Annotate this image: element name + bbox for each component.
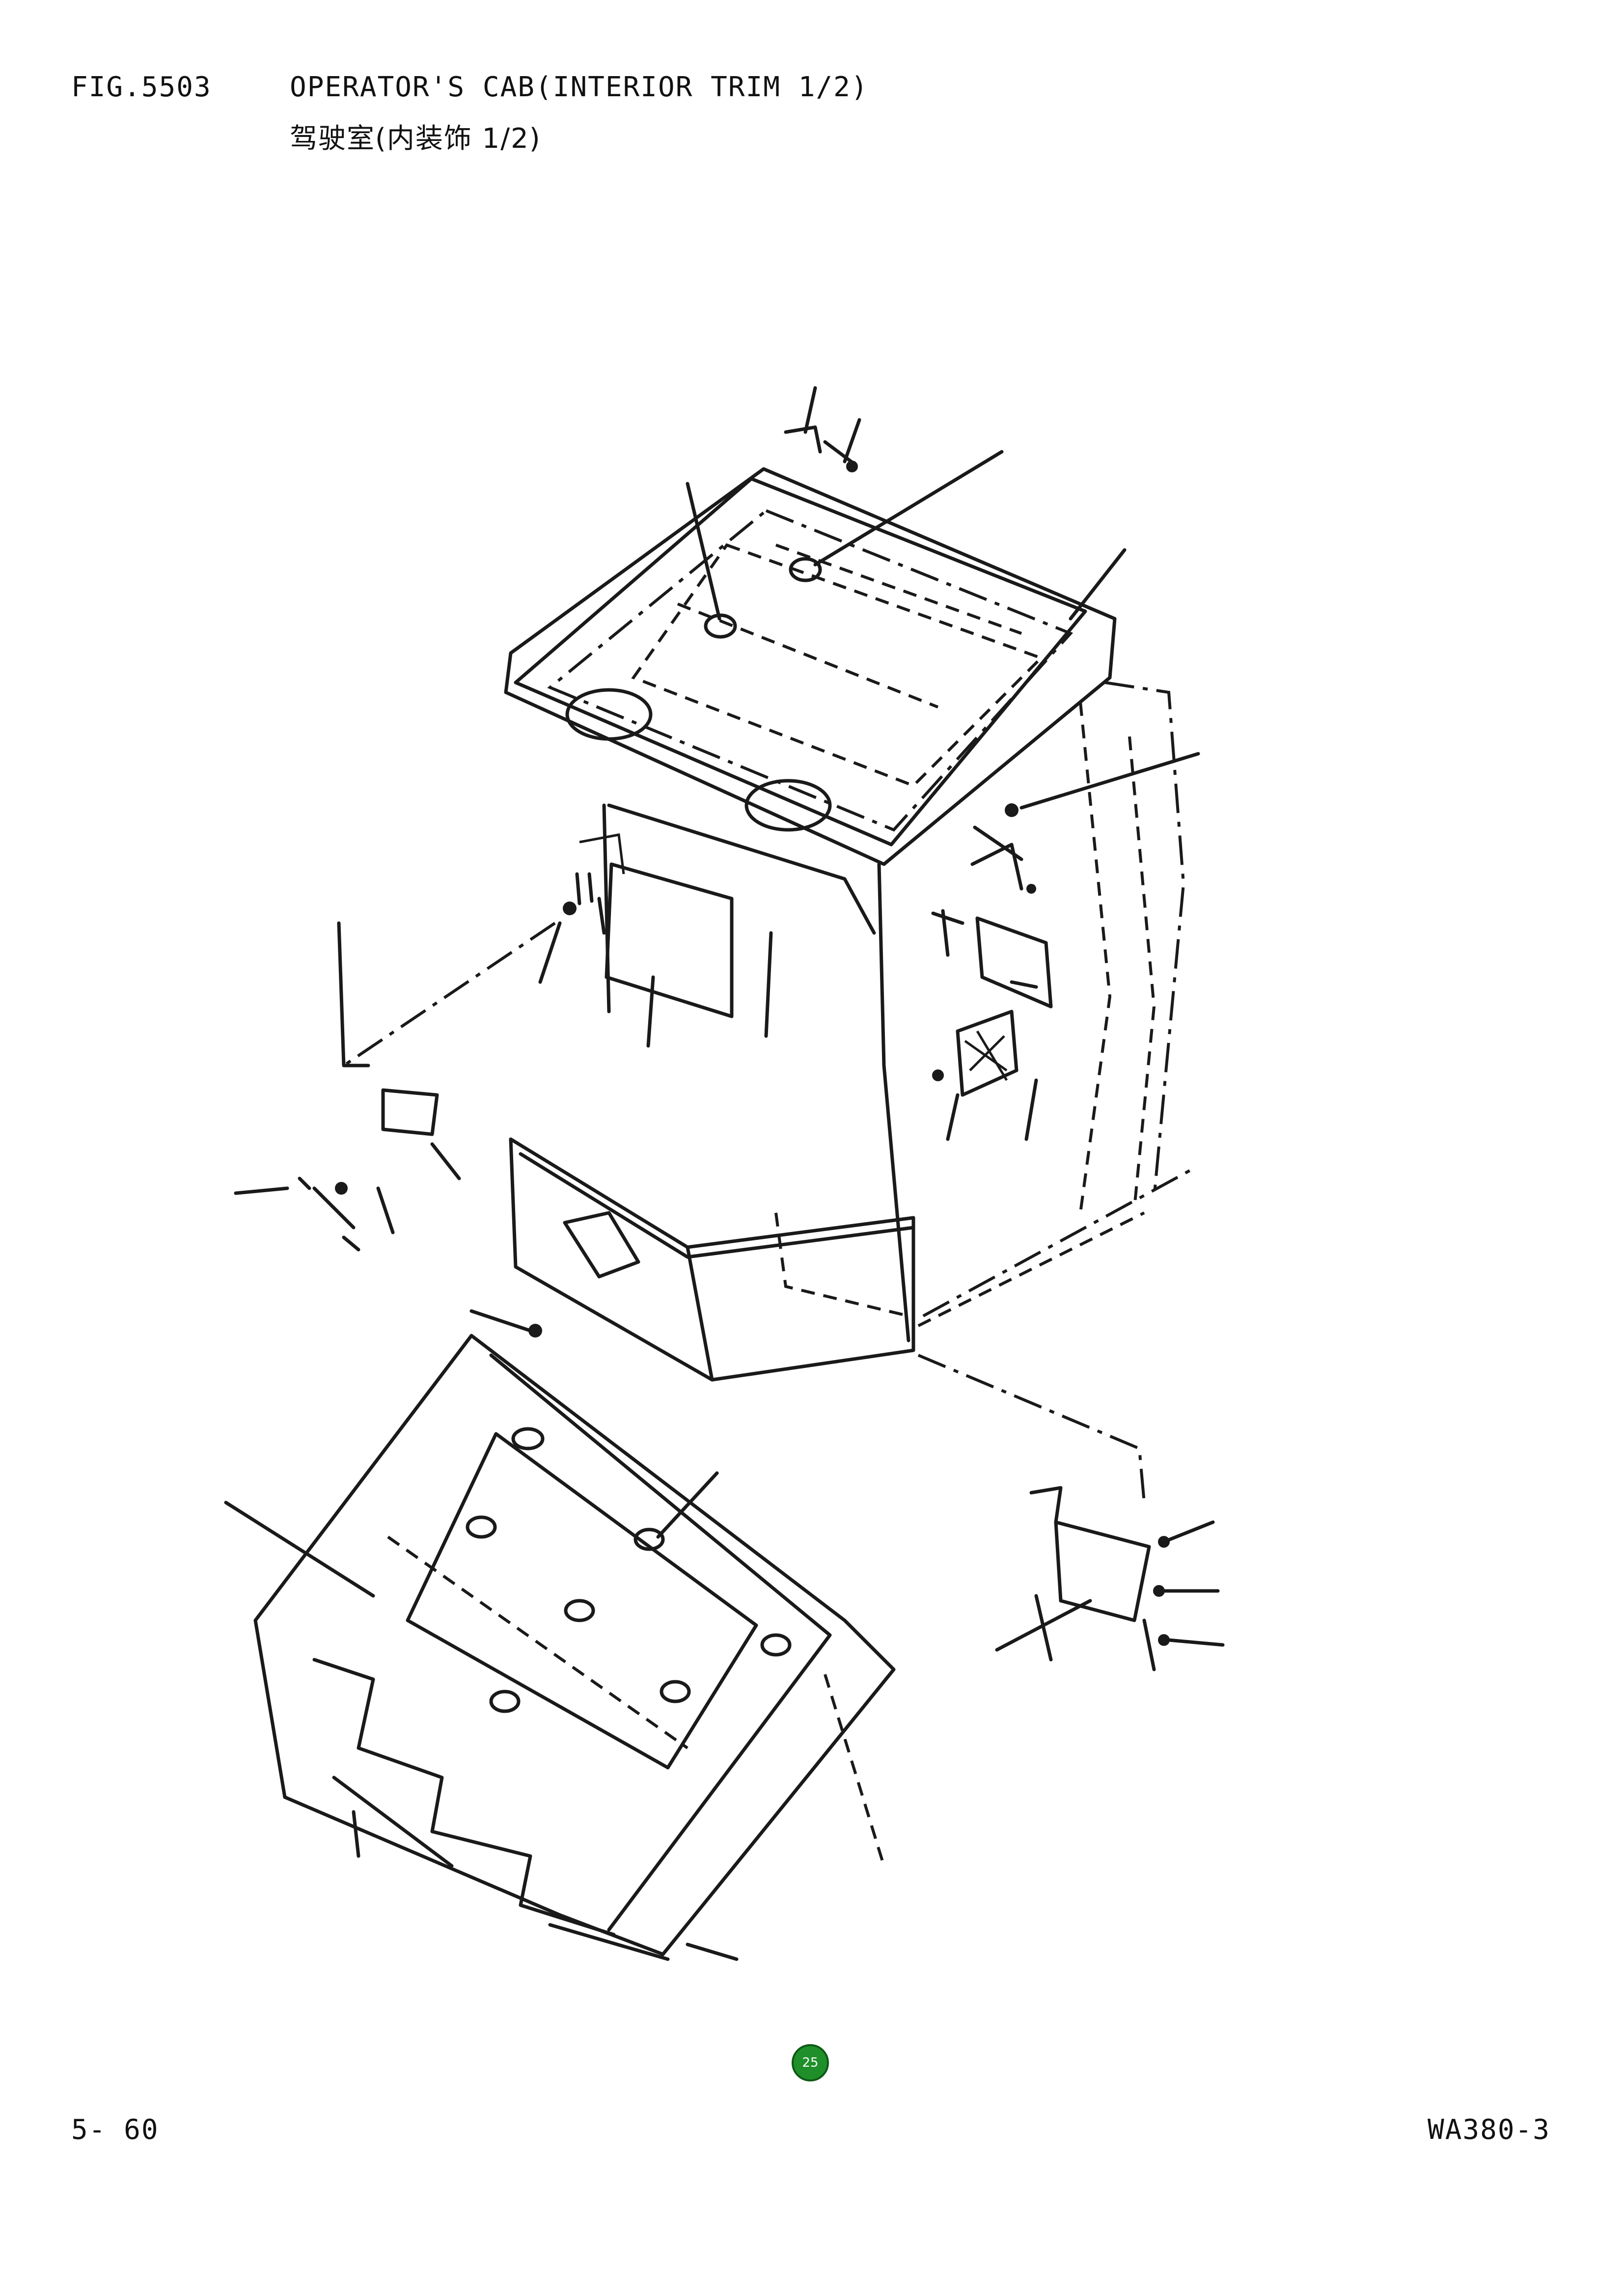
side-parts — [298, 843, 1151, 1662]
lower-console — [509, 1137, 915, 1382]
figure-title-chinese: 驾驶室(内装饰 1/2) — [290, 123, 541, 155]
page-badge[interactable]: 25 — [792, 2044, 829, 2081]
model-code: WA380-3 — [1427, 2114, 1550, 2146]
page-number: 5- 60 — [71, 2114, 159, 2146]
hardware — [335, 425, 1170, 1671]
figure-title-english: OPERATOR'S CAB(INTERIOR TRIM 1/2) — [290, 71, 869, 103]
floor-mat — [253, 1334, 896, 1961]
roof-headliner — [504, 467, 1117, 866]
figure-code: FIG.5503 — [71, 71, 212, 103]
leader-lines — [224, 386, 1225, 1961]
rear-panel — [575, 833, 734, 1018]
